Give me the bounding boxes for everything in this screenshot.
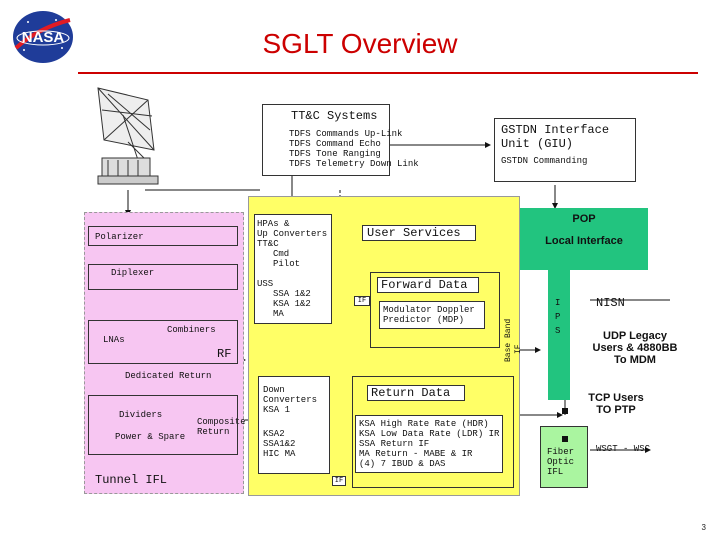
svg-text:NASA: NASA [22, 29, 65, 46]
down-line: SSA1&2 [263, 439, 296, 449]
tcp-line: TCP Users [588, 392, 644, 404]
user-services-label: User Services [362, 225, 476, 241]
wsgt-label: WSGT - WSC [596, 444, 651, 454]
gstdn-heading: GSTDN Interface [501, 123, 610, 137]
ttac-item: TDFS Telemetry Down Link [289, 159, 419, 169]
udp-line: Users & 4880BB [592, 342, 678, 354]
junction-dot [562, 436, 568, 442]
return-line: KSA High Rate Rate (HDR) [359, 419, 489, 429]
tunnel-ifl-area: Polarizer Diplexer Combiners LNAs RF Ded… [84, 212, 246, 494]
junction-dot [562, 408, 568, 414]
polarizer-box [88, 226, 238, 246]
combiners-label: Combiners [167, 325, 216, 335]
composite-return-label: Return [197, 427, 230, 437]
page-number: 3 [701, 523, 706, 532]
hpa-box: HPAs & Up Converters TT&C Cmd Pilot USS … [254, 214, 332, 324]
ttac-item: TDFS Command Echo [289, 139, 381, 149]
if-tag: IF [332, 476, 346, 486]
fiber-line: Optic [547, 457, 575, 467]
tcp-label: TCP Users TO PTP [566, 392, 666, 416]
down-line: Down [263, 385, 285, 395]
down-converters-box: Down Converters KSA 1 KSA2 SSA1&2 HIC MA [258, 376, 330, 474]
ttac-systems-box: TT&C Systems TDFS Commands Up-Link TDFS … [262, 104, 419, 176]
hpa-line: TT&C [257, 239, 279, 249]
hpa-line: SSA 1&2 [273, 289, 311, 299]
dividers-label: Dividers [119, 410, 163, 420]
title-rule [78, 72, 698, 74]
hpa-line: USS [257, 279, 274, 289]
mdp-line: Predictor (MDP) [383, 315, 465, 325]
udp-line: To MDM [614, 354, 656, 366]
page-title: SGLT Overview [262, 28, 458, 59]
udp-line: UDP Legacy [603, 330, 667, 342]
ips-letter: P [555, 312, 561, 322]
dividers-box [88, 395, 238, 455]
rf-label: RF [217, 347, 232, 361]
base-band-label: Base Band [504, 318, 513, 362]
forward-data-box: Forward Data Modulator Doppler Predictor… [370, 272, 500, 348]
ips-letter: I [555, 298, 561, 308]
ips-strip: I P S [548, 270, 570, 400]
down-line: KSA2 [263, 429, 285, 439]
nisn-label: NISN [596, 296, 625, 310]
hpa-line: Cmd [273, 249, 290, 259]
satellite-dish-icon [88, 80, 168, 190]
ttac-heading: TT&C Systems [291, 109, 378, 123]
pop-title: POP [572, 213, 596, 225]
return-line: (4) 7 IBUD & DAS [359, 459, 446, 469]
fiber-line: IFL [547, 467, 564, 477]
mdp-box: Modulator Doppler Predictor (MDP) [379, 301, 485, 329]
ips-letter: S [555, 326, 561, 336]
return-line: KSA Low Data Rate (LDR) IR [359, 429, 500, 439]
pop-box: POP Local Interface [520, 208, 648, 270]
dedicated-return-label: Dedicated Return [125, 371, 212, 381]
diplexer-label: Diplexer [111, 268, 155, 278]
ttac-item: TDFS Tone Ranging [289, 149, 381, 159]
down-line: Converters [263, 395, 318, 405]
return-data-box: Return Data KSA High Rate Rate (HDR) KSA… [352, 376, 514, 488]
if-tag: IF [354, 296, 370, 306]
hpa-line: Pilot [273, 259, 301, 269]
pop-sub: Local Interface [545, 235, 623, 247]
hpa-line: MA [273, 309, 284, 319]
hpa-line: KSA 1&2 [273, 299, 311, 309]
power-spare-label: Power & Spare [115, 432, 186, 442]
composite-return-label: Composite [197, 417, 246, 427]
diplexer-box [88, 264, 238, 290]
gstdn-heading: Unit (GIU) [501, 137, 574, 151]
tunnel-ifl-label: Tunnel IFL [95, 473, 168, 487]
udp-label: UDP Legacy Users & 4880BB To MDM [580, 330, 690, 366]
hpa-line: Up Converters [257, 229, 328, 239]
return-line: MA Return - MABE & IR [359, 449, 473, 459]
fiber-line: Fiber [547, 447, 575, 457]
return-data-heading: Return Data [367, 385, 465, 401]
ttac-item: TDFS Commands Up-Link [289, 129, 403, 139]
down-line: KSA 1 [263, 405, 291, 415]
hpa-line: HPAs & [257, 219, 290, 229]
polarizer-label: Polarizer [95, 232, 144, 242]
base-band-if-label: IF [514, 344, 523, 354]
return-data-list: KSA High Rate Rate (HDR) KSA Low Data Ra… [355, 415, 503, 473]
tcp-line: TO PTP [596, 404, 636, 416]
mdp-line: Modulator Doppler [383, 305, 475, 315]
down-line: HIC MA [263, 449, 296, 459]
gstdn-interface-box: GSTDN Interface Unit (GIU) GSTDN Command… [494, 118, 636, 182]
gstdn-sub: GSTDN Commanding [501, 156, 588, 166]
combiners-box [88, 320, 238, 364]
nasa-logo: NASA [8, 8, 78, 66]
return-line: SSA Return IF [359, 439, 430, 449]
forward-data-heading: Forward Data [377, 277, 479, 293]
lnas-label: LNAs [103, 335, 125, 345]
